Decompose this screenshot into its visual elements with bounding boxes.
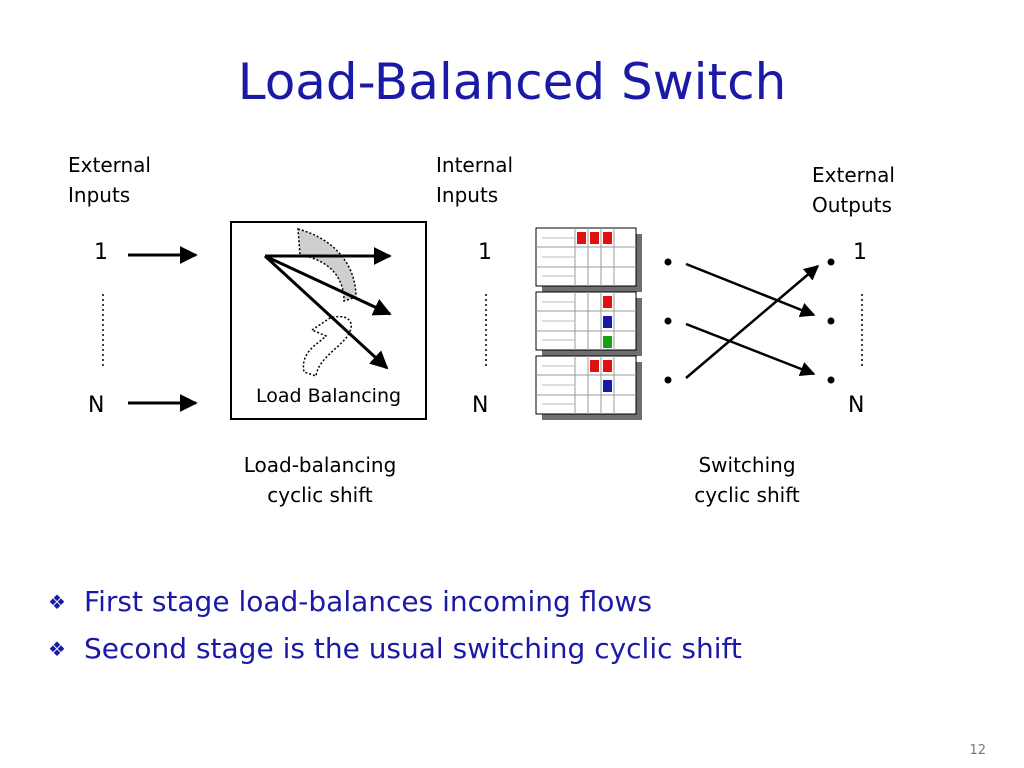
- external-outputs-label: External Outputs: [812, 160, 895, 220]
- stage1-caption-line2: cyclic shift: [267, 483, 373, 507]
- input-port-last: N: [88, 393, 105, 418]
- bullet-text: Second stage is the usual switching cycl…: [84, 631, 742, 665]
- switch-arrow-2-to-3: [685, 322, 816, 377]
- blue-cell: [603, 380, 612, 392]
- fan-arrow-bottom: [263, 254, 389, 370]
- slide-number: 12: [969, 743, 986, 758]
- load-balancing-box-label: Load Balancing: [255, 385, 402, 407]
- voq-buffer-3: [535, 355, 642, 420]
- diamond-bullet-icon: ❖: [48, 589, 66, 614]
- internal-inputs-line2: Inputs: [436, 183, 499, 207]
- external-inputs-label: External Inputs: [68, 150, 151, 210]
- voq-buffer-2: [535, 291, 642, 356]
- stage1-caption: Load-balancing cyclic shift: [200, 450, 440, 510]
- red-cell: [603, 296, 612, 308]
- stage1-caption-line1: Load-balancing: [243, 453, 397, 477]
- output-port-last: N: [848, 393, 865, 418]
- external-outputs-line1: External: [812, 163, 895, 187]
- stage2-caption-line1: Switching: [698, 453, 796, 477]
- internal-inputs-line1: Internal: [436, 153, 514, 177]
- stage2-caption-line2: cyclic shift: [694, 483, 800, 507]
- output-port-first: 1: [853, 240, 867, 265]
- bullet-text: First stage load-balances incoming flows: [84, 584, 652, 618]
- voq-buffer-1: [535, 227, 642, 292]
- bullet-item: ❖ Second stage is the usual switching cy…: [48, 625, 742, 672]
- shift-band-dotted: [302, 315, 352, 378]
- left-dot-2: [664, 317, 672, 325]
- red-cell: [603, 232, 612, 244]
- red-cell: [590, 232, 599, 244]
- switch-arrow-1-to-2: [685, 262, 816, 317]
- red-cell: [603, 360, 612, 372]
- external-inputs-line2: Inputs: [68, 183, 131, 207]
- slide-title: Load-Balanced Switch: [237, 53, 787, 111]
- switch-arrow-3-to-1: [685, 265, 820, 379]
- left-dot-3: [664, 376, 672, 384]
- green-cell: [603, 336, 612, 348]
- left-dot-1: [664, 258, 672, 266]
- right-dot-3: [827, 376, 835, 384]
- diamond-bullet-icon: ❖: [48, 636, 66, 661]
- stage2-caption: Switching cyclic shift: [627, 450, 867, 510]
- red-cell: [590, 360, 599, 372]
- internal-port-first: 1: [478, 240, 492, 265]
- right-dot-2: [827, 317, 835, 325]
- input-port-first: 1: [94, 240, 108, 265]
- external-inputs-line1: External: [68, 153, 151, 177]
- fan-arrow-mid: [264, 254, 392, 316]
- blue-cell: [603, 316, 612, 328]
- bullet-list: ❖ First stage load-balances incoming flo…: [48, 578, 742, 672]
- red-cell: [577, 232, 586, 244]
- right-dot-1: [827, 258, 835, 266]
- external-outputs-line2: Outputs: [812, 193, 892, 217]
- internal-inputs-label: Internal Inputs: [436, 150, 513, 210]
- bullet-item: ❖ First stage load-balances incoming flo…: [48, 578, 742, 625]
- internal-port-last: N: [472, 393, 489, 418]
